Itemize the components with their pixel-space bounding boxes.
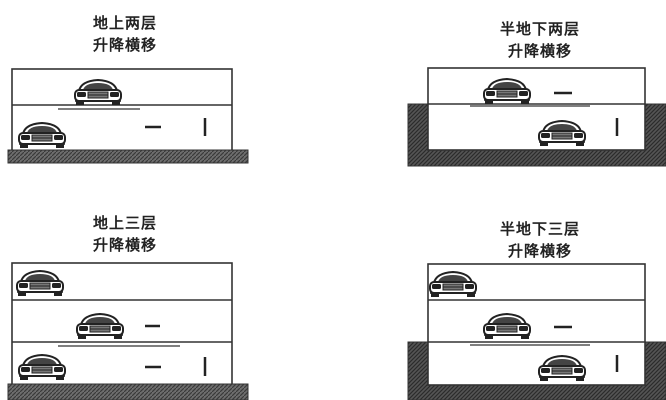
panel-2-structure [407, 67, 666, 167]
panel-4-title-line2: 升降横移 [507, 242, 572, 260]
panel-2-title-line2: 升降横移 [507, 42, 572, 60]
panel-3-title-line2: 升降横移 [92, 236, 157, 254]
panel-2-title: 半地下两层 升降横移 [480, 18, 600, 62]
panel-1-structure [7, 68, 249, 164]
panel-3-title-line1: 地上三层 [92, 214, 157, 232]
panel-1-title-line2: 升降横移 [92, 36, 157, 54]
panel-1-title: 地上两层 升降横移 [70, 12, 180, 56]
panel-3-title: 地上三层 升降横移 [70, 212, 180, 256]
panel-1-title-line1: 地上两层 [92, 14, 157, 32]
panel-4-title: 半地下三层 升降横移 [480, 218, 600, 262]
panel-4-title-line1: 半地下三层 [499, 220, 580, 238]
panel-2-title-line1: 半地下两层 [499, 20, 580, 38]
